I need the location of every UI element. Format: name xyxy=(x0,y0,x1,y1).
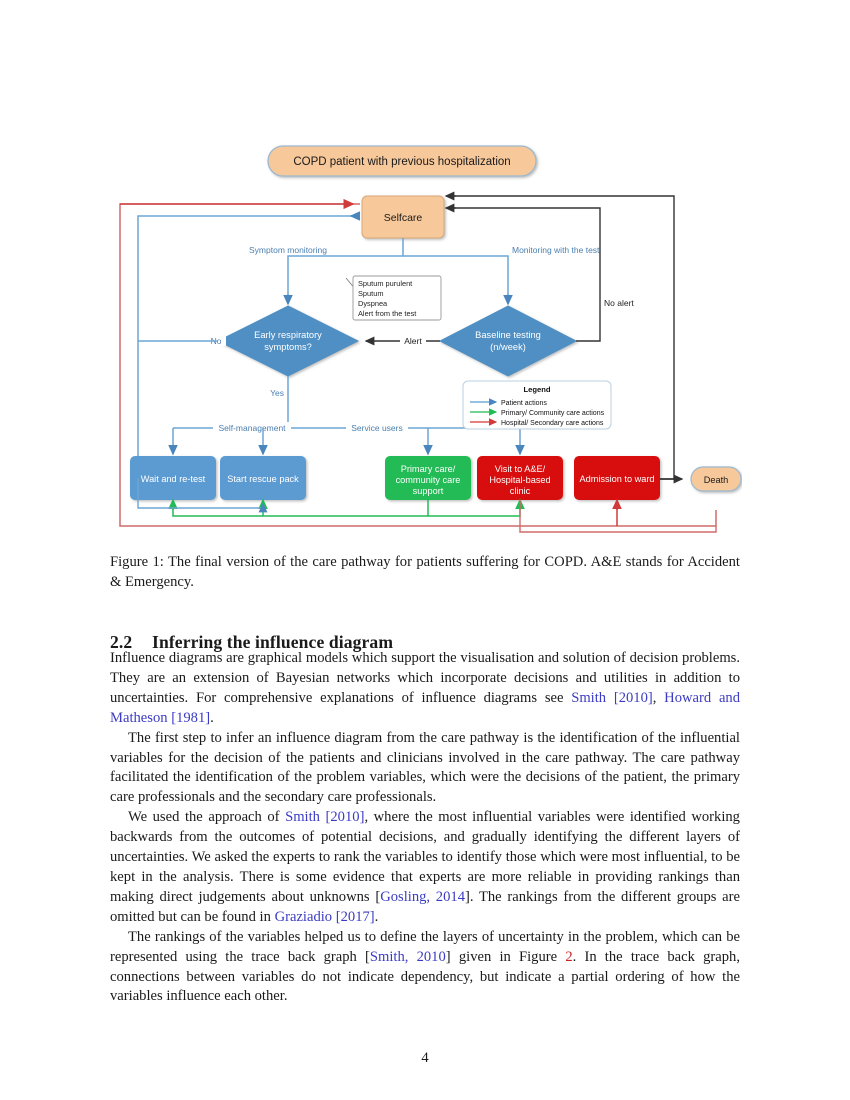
section-number: 2.2 xyxy=(110,631,133,652)
callout-symptom-list: Sputum purulent Sputum Dyspnea Alert fro… xyxy=(345,275,442,321)
callout-item-2: Dyspnea xyxy=(358,299,388,308)
node-rescue-label: Start rescue pack xyxy=(227,474,299,484)
node-start: COPD patient with previous hospitalizati… xyxy=(267,145,537,177)
edge-label-monitoring-with-test: Monitoring with the test xyxy=(512,245,600,255)
legend-item-1-label: Primary/ Community care actions xyxy=(501,410,605,417)
citation-smith-2010[interactable]: Smith [2010] xyxy=(571,689,653,706)
body-text: Influence diagrams are graphical models … xyxy=(110,649,740,1007)
node-start-label: COPD patient with previous hospitalizati… xyxy=(293,156,510,168)
node-admission-label: Admission to ward xyxy=(579,474,654,484)
node-ae-line3: clinic xyxy=(510,486,531,496)
citation-graziadio-2017[interactable]: Graziadio [2017] xyxy=(274,908,375,925)
section-title: Inferring the influence diagram xyxy=(152,631,394,652)
node-start-rescue-pack: Start rescue pack xyxy=(220,456,306,500)
edge-label-no-alert: No alert xyxy=(604,298,634,308)
p3-text-c: ]. The rankings from the different group… xyxy=(110,888,740,925)
citation-howard-matheson-1981[interactable]: Howard and Matheson [1981] xyxy=(110,689,741,726)
node-selfcare-label: Selfcare xyxy=(384,212,423,224)
legend-item-2-label: Hospital/ Secondary care actions xyxy=(501,420,604,427)
figure-reference-2[interactable]: 2 xyxy=(565,948,573,965)
node-primary-line2: community care xyxy=(396,475,461,485)
citation-gosling-2014[interactable]: Gosling, 2014 xyxy=(380,888,465,905)
node-early-respiratory-symptoms: Early respiratory symptoms? xyxy=(216,305,360,377)
p1-text-b: , xyxy=(652,689,665,706)
node-ae-line2: Hospital-based xyxy=(489,475,550,485)
node-wait-and-retest: Wait and re-test xyxy=(130,456,216,500)
legend-item-0-label: Patient actions xyxy=(501,400,547,407)
node-primary-line3: support xyxy=(413,486,444,496)
p4-text-a: The rankings of the variables helped us … xyxy=(110,928,740,965)
node-wait-label: Wait and re-test xyxy=(141,474,206,484)
paragraph-4: The rankings of the variables helped us … xyxy=(110,928,740,1008)
legend: Legend Patient actions Primary/ Communit… xyxy=(462,380,612,430)
citation-smith-2010-b[interactable]: Smith [2010] xyxy=(285,809,365,826)
paragraph-1: Influence diagrams are graphical models … xyxy=(110,649,740,729)
citation-smith-2010-c[interactable]: Smith, 2010 xyxy=(369,948,446,965)
node-visit-ae: Visit to A&E/ Hospital-based clinic xyxy=(477,456,563,500)
edge-label-yes: Yes xyxy=(270,388,284,398)
node-selfcare: Selfcare xyxy=(361,195,445,239)
node-death-label: Death xyxy=(704,475,729,485)
node-admission-to-ward: Admission to ward xyxy=(574,456,660,500)
p4-text-b: ] given in Figure xyxy=(445,948,566,965)
p3-text-b: , where the most influential variables w… xyxy=(110,809,740,905)
callout-item-0: Sputum purulent xyxy=(358,279,412,288)
callout-item-3: Alert from the test xyxy=(358,309,416,318)
figure-1-care-pathway: COPD patient with previous hospitalizati… xyxy=(108,138,742,550)
paragraph-2: The first step to infer an influence dia… xyxy=(110,729,740,806)
edge-label-symptom-monitoring: Symptom monitoring xyxy=(249,245,327,255)
node-baseline-line1: Baseline testing xyxy=(475,330,541,340)
legend-title: Legend xyxy=(523,385,550,394)
edge-label-self-management: Self-management xyxy=(218,423,286,433)
node-primary-care: Primary care/ community care support xyxy=(385,456,471,500)
page-number: 4 xyxy=(421,1050,429,1066)
figure-caption: Figure 1: The final version of the care … xyxy=(110,554,740,590)
p1-text-c: . xyxy=(210,709,214,726)
node-primary-line1: Primary care/ xyxy=(401,464,456,474)
node-early-symptoms-line1: Early respiratory xyxy=(254,330,322,340)
edge-label-alert: Alert xyxy=(404,336,422,346)
node-baseline-testing: Baseline testing (n/week) xyxy=(438,305,578,377)
p1-text-a: Influence diagrams are graphical models … xyxy=(110,650,740,706)
node-ae-line1: Visit to A&E/ xyxy=(495,464,546,474)
node-death: Death xyxy=(690,466,742,492)
node-baseline-line2: (n/week) xyxy=(490,342,526,352)
edge-label-service-users: Service users xyxy=(351,423,403,433)
callout-item-1: Sputum xyxy=(358,289,383,298)
node-early-symptoms-line2: symptoms? xyxy=(264,342,312,352)
p3-text-a: We used the approach of xyxy=(128,809,286,826)
p4-text-c: . In the trace back graph, connections b… xyxy=(110,948,740,1005)
section-heading: 2.2 Inferring the influence diagram xyxy=(110,632,740,653)
paragraph-3: We used the approach of Smith [2010], wh… xyxy=(110,808,740,927)
p3-text-d: . xyxy=(374,908,379,925)
